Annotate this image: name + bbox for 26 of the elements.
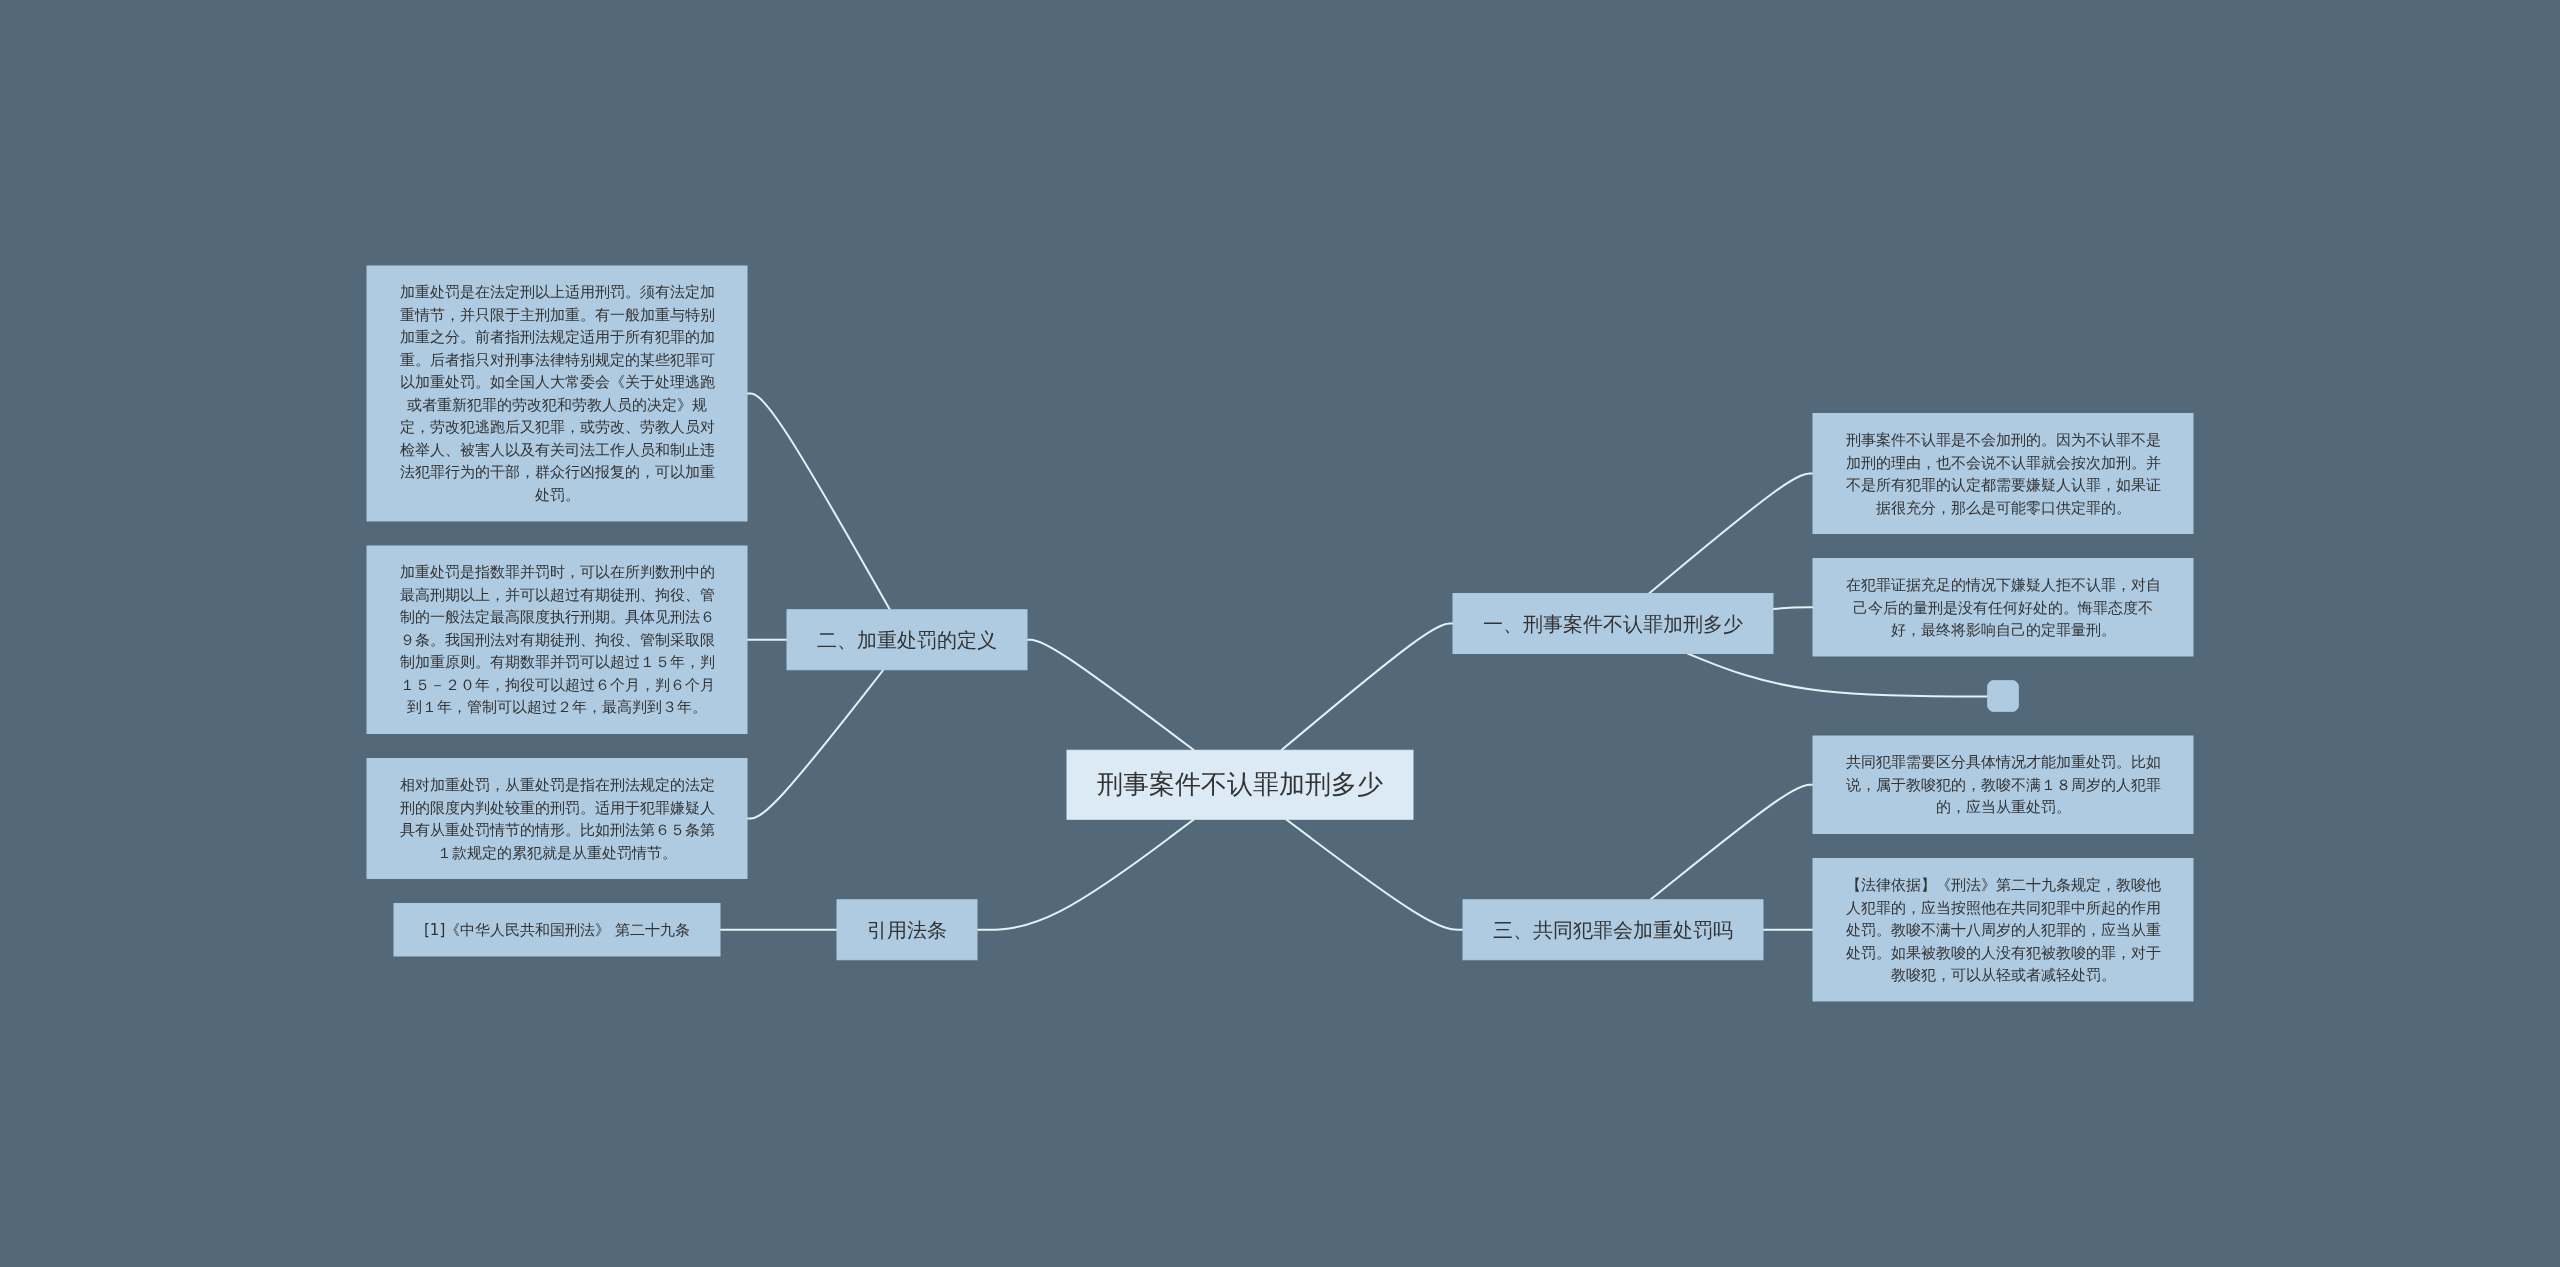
node-box: 刑事案件不认罪是不会加刑的。因为不认罪不是加刑的理由，也不会说不认罪就会按次加刑。并不是所有犯罪的认定都需要嫌疑人认罪，如果证据很充分，那么是可能零口供定罪的。 [1812,413,2194,534]
node-box: 相对加重处罚，从重处罚是指在刑法规定的法定刑的限度内判处较重的刑罚。适用于犯罪嫌疑人具有从重处罚情节的情形。比如刑法第６５条第１款规定的累犯就是从重处罚情节。 [366,758,748,879]
connector [1284,818,1464,931]
node-box: 加重处罚是在法定刑以上适用刑罚。须有法定加重情节，并只限于主刑加重。有一般加重与特别加重之分。前者指刑法规定适用于所有犯罪的加重。后者指只对刑事法律特别规定的某些犯罪可以加重处罚。如全国人大常委会《关于处理逃跑或者重新犯罪的劳改犯和劳教人员的决定》规定，劳改犯逃跑后又犯罪，或劳改、劳教人员对检举人、被害人以及有关司法工作人员和制止违法犯罪行为的干部，群众行凶报复的，可以加重处罚。 [366,265,748,522]
connector [1648,472,1814,595]
node-box: 刑事案件不认罪加刑多少 [1066,749,1414,820]
connector [719,928,838,931]
node-box: 一、刑事案件不认罪加刑多少 [1452,593,1774,654]
node-box: 二、加重处罚的定义 [786,609,1028,671]
node-box: 【法律依据】《刑法》第二十九条规定，教唆他人犯罪的，应当按照他在共同犯罪中所起的作用处罚。教唆不满十八周岁的人犯罪的，应当从重处罚。如果被教唆的人没有犯被教唆的罪，对于教唆犯，可以从轻或者减轻处罚。 [1812,858,2194,1002]
connector [1026,638,1196,752]
node-box: 在犯罪证据充足的情况下嫌疑人拒不认罪，对自己今后的量刑是没有任何好处的。悔罪态度不好，最终将影响自己的定罪量刑。 [1812,558,2194,657]
connector [1762,928,1814,931]
connector [1772,606,1814,611]
node-box: 三、共同犯罪会加重处罚吗 [1462,899,1764,961]
node-box: 加重处罚是指数罪并罚时，可以在所判数刑中的最高刑期以上，并可以超过有期徒刑、拘役、管制的一般法定最高限度执行刑期。具体见刑法６９条。我国刑法对有期徒刑、拘役、管制采取限制加重原则。有期数罪并罚可以超过１５年，判１５－２０年，拘役可以超过６个月，判６个月到１年，管制可以超过２年，最高判到３年。 [366,545,748,734]
connector [746,392,891,611]
connector [1686,652,1990,698]
connector [746,668,885,820]
connector [1280,622,1454,752]
connector [976,818,1196,931]
node-box: 引用法条 [836,899,978,961]
node-box: [1]《中华人民共和国刑法》 第二十九条 [393,903,721,957]
connector [746,638,788,641]
connector [1649,783,1814,901]
node-box: 共同犯罪需要区分具体情况才能加重处罚。比如说，属于教唆犯的，教唆不满１８周岁的人犯罪的，应当从重处罚。 [1812,735,2194,834]
